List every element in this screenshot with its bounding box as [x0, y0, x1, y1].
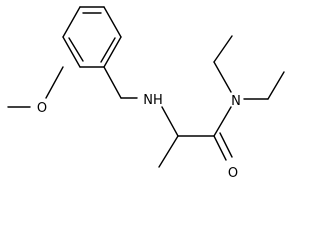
ring-bond	[103, 36, 122, 68]
amide-nitrogen-label: N	[231, 94, 241, 109]
ring-bond	[62, 36, 81, 68]
alpha-methyl-bond	[158, 135, 179, 168]
methoxy-group: O	[7, 66, 64, 116]
ring-double-bond	[100, 37, 116, 63]
amide-carbonyl: O	[213, 106, 238, 181]
carbonyl-double-bond	[213, 135, 227, 161]
ethyl2-cc-bond	[267, 71, 285, 100]
ring-ch2-bond	[103, 66, 122, 99]
benzene-ring	[62, 6, 122, 68]
ring-double-bond	[68, 37, 84, 62]
diethylamino-group: N	[213, 35, 285, 109]
chemical-structure-diagram: O NH O N	[7, 6, 285, 181]
alpha-carbon	[158, 106, 215, 168]
nh-alpha-bond	[161, 106, 179, 137]
ring-bond	[103, 6, 122, 38]
ring-bond	[62, 6, 81, 38]
methoxy-oxygen-label: O	[37, 101, 47, 116]
aryl-oxygen-bond	[45, 66, 64, 99]
carbonyl-n-bond	[213, 106, 232, 137]
amine-nh-label: NH	[143, 93, 163, 108]
carbonyl-oxygen-label: O	[228, 166, 238, 181]
benzylamine-linker: NH	[103, 66, 163, 108]
ethyl1-cc-bond	[213, 35, 233, 63]
carbonyl-double-bond	[219, 132, 233, 158]
n-ethyl1-bond	[213, 61, 232, 93]
